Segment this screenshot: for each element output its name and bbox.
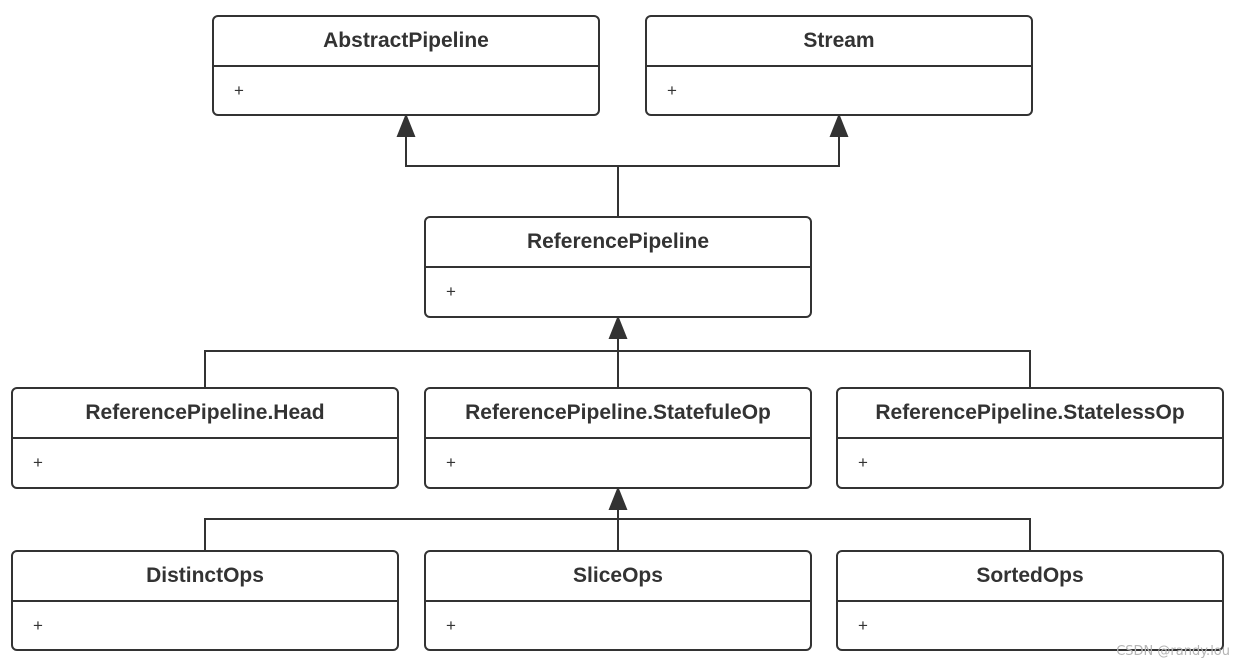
connector-referencepipeline-to-parents <box>396 113 849 216</box>
connector-line <box>405 134 619 216</box>
class-box-stream[interactable]: Stream + <box>645 15 1033 116</box>
class-box-reference-pipeline-statelessop[interactable]: ReferencePipeline.StatelessOp + <box>836 387 1224 489</box>
connector-level2-to-referencepipeline <box>204 315 1031 387</box>
class-name: SliceOps <box>426 552 810 602</box>
inheritance-arrowhead <box>396 113 416 137</box>
class-member: + <box>33 453 43 472</box>
class-name: AbstractPipeline <box>214 17 598 67</box>
class-member: + <box>446 616 456 635</box>
class-name: ReferencePipeline <box>426 218 810 268</box>
class-name: ReferencePipeline.StatelessOp <box>838 389 1222 439</box>
class-member: + <box>234 81 244 100</box>
class-member: + <box>446 453 456 472</box>
class-name: DistinctOps <box>13 552 397 602</box>
class-member: + <box>667 81 677 100</box>
inheritance-arrowhead <box>829 113 849 137</box>
class-box-abstract-pipeline[interactable]: AbstractPipeline + <box>212 15 600 116</box>
class-box-distinct-ops[interactable]: DistinctOps + <box>11 550 399 651</box>
class-box-sorted-ops[interactable]: SortedOps + <box>836 550 1224 651</box>
class-name: SortedOps <box>838 552 1222 602</box>
class-box-slice-ops[interactable]: SliceOps + <box>424 550 812 651</box>
class-member: + <box>446 282 456 301</box>
watermark: CSDN @randy.lou <box>1116 644 1230 659</box>
inheritance-arrowhead <box>608 486 628 510</box>
class-name: Stream <box>647 17 1031 67</box>
connector-ops-to-statefulop <box>204 486 1031 550</box>
class-member: + <box>33 616 43 635</box>
inheritance-arrowhead <box>608 315 628 339</box>
class-box-reference-pipeline-head[interactable]: ReferencePipeline.Head + <box>11 387 399 489</box>
class-name: ReferencePipeline.StatefuleOp <box>426 389 810 439</box>
class-member: + <box>858 453 868 472</box>
class-member: + <box>858 616 868 635</box>
class-box-reference-pipeline[interactable]: ReferencePipeline + <box>424 216 812 318</box>
connector-line <box>618 134 840 167</box>
class-box-reference-pipeline-statefulop[interactable]: ReferencePipeline.StatefuleOp + <box>424 387 812 489</box>
class-name: ReferencePipeline.Head <box>13 389 397 439</box>
